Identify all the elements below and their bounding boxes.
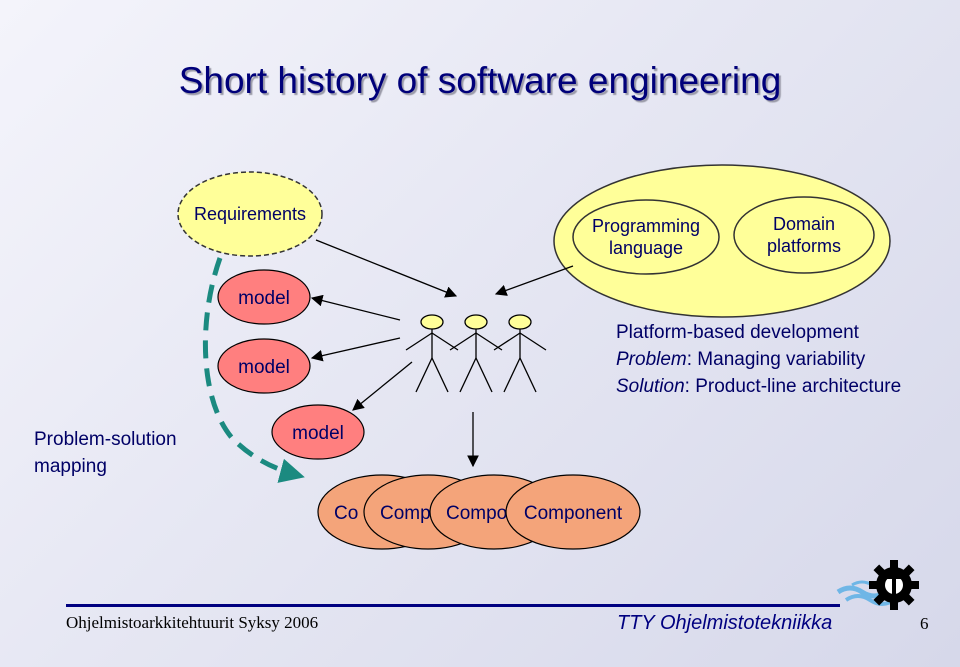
tty-logo — [836, 560, 919, 610]
page-number: 6 — [920, 614, 929, 633]
mapping-label: Problem-solution mapping — [34, 426, 177, 480]
mapping-arc — [202, 257, 305, 483]
platform-description: Platform-based development Problem: Mana… — [616, 319, 901, 400]
model-node-3: model — [271, 404, 365, 460]
component-label: Co — [334, 503, 358, 524]
component-label: Component — [524, 503, 623, 524]
problem-text: : Managing variability — [686, 349, 866, 370]
component-label: Compo — [446, 503, 507, 524]
mapping-label-line1: Problem-solution — [34, 429, 177, 450]
programming-language-line1: Programming — [592, 216, 700, 236]
footer-course: Ohjelmistoarkkitehtuurit Syksy 2006 — [66, 613, 319, 632]
requirements-label: Requirements — [194, 204, 306, 224]
problem-label: Problem — [616, 349, 687, 370]
model-label: model — [292, 423, 344, 444]
domain-platforms-line1: Domain — [773, 214, 835, 234]
requirements-node: Requirements — [177, 171, 323, 257]
page-title: Short history of software engineering — [178, 60, 782, 101]
domain-platforms-node — [733, 196, 875, 274]
domain-platforms-line2: platforms — [767, 236, 841, 256]
developers-icon — [405, 314, 547, 393]
mapping-label-line2: mapping — [34, 456, 107, 477]
programming-language-node — [572, 199, 720, 275]
model-node-2: model — [217, 338, 311, 394]
footer-rule — [66, 604, 840, 607]
diagram-arrows — [310, 239, 574, 468]
platform-group: Programming language Domain platforms — [553, 164, 891, 318]
programming-language-line2: language — [609, 238, 683, 258]
footer-dept: TTY Ohjelmistotekniikka — [617, 612, 833, 634]
platform-problem: Problem: Managing variability — [616, 346, 901, 373]
model-label: model — [238, 357, 290, 378]
model-label: model — [238, 288, 290, 309]
component-node-4: Component — [505, 474, 641, 550]
platform-solution: Solution: Product-line architecture — [616, 373, 901, 400]
component-label: Comp — [380, 503, 431, 524]
model-node-1: model — [217, 269, 311, 325]
platform-heading: Platform-based development — [616, 322, 859, 343]
solution-text: : Product-line architecture — [684, 376, 902, 397]
solution-label: Solution — [616, 376, 685, 397]
